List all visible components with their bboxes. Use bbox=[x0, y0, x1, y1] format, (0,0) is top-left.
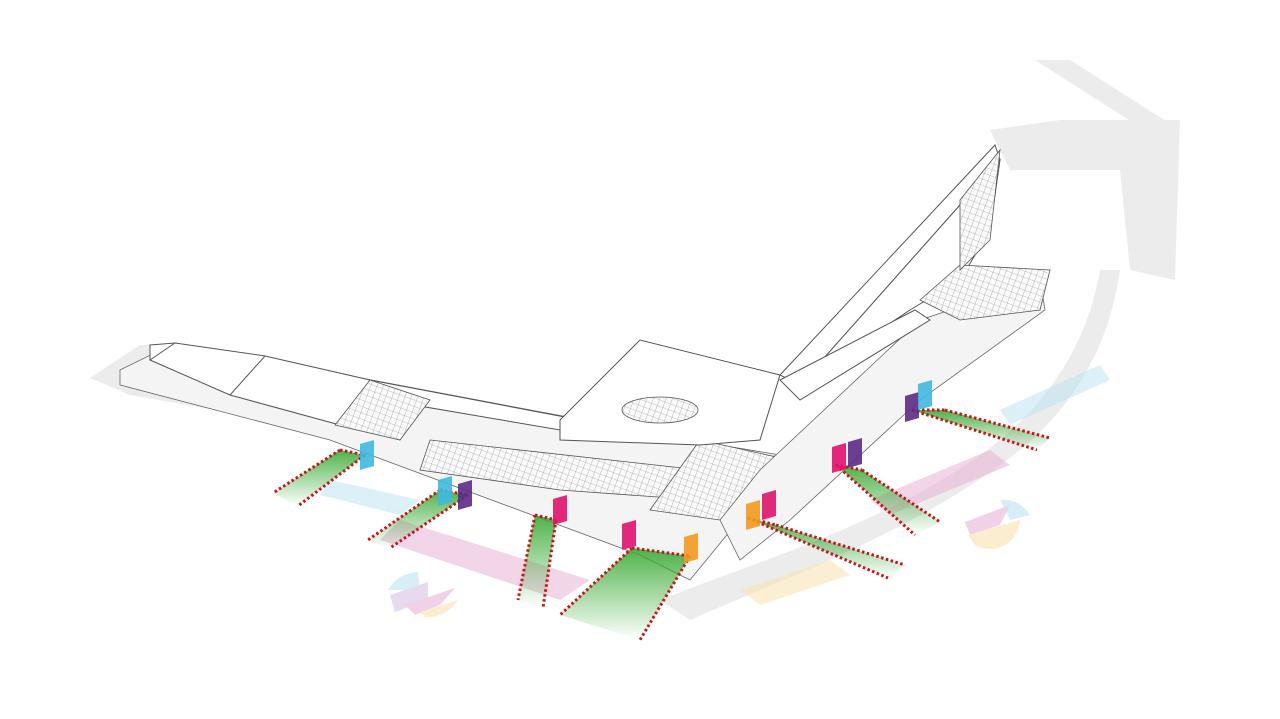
entrance bbox=[558, 520, 698, 641]
entrance-green-beam bbox=[560, 548, 690, 640]
entrance-panel-magenta bbox=[622, 520, 636, 550]
entrance-panel-cyan bbox=[918, 380, 932, 410]
entrance-panel-purple bbox=[848, 438, 862, 468]
entrance-panel-purple bbox=[458, 480, 472, 510]
entrance-panel-magenta bbox=[553, 495, 567, 525]
entrance-panel-orange bbox=[746, 500, 760, 530]
building bbox=[119, 144, 1051, 581]
entrance-panel-magenta bbox=[832, 443, 846, 473]
entrance-dotted-line bbox=[861, 468, 941, 524]
entrance-dotted-line bbox=[389, 493, 469, 550]
entrances bbox=[272, 380, 1051, 641]
entrance-dotted-line bbox=[558, 546, 634, 617]
entrance bbox=[272, 440, 374, 508]
color-wheel-left bbox=[388, 572, 458, 618]
color-wheel-right bbox=[965, 499, 1030, 550]
entrance-green-beam bbox=[748, 518, 905, 578]
entrance bbox=[367, 476, 472, 550]
entrance-green-beam bbox=[273, 450, 365, 506]
entrance-panel-cyan bbox=[360, 440, 374, 470]
entrance bbox=[832, 438, 941, 537]
entrance-dotted-line bbox=[911, 408, 1038, 452]
entrance-dotted-line bbox=[638, 555, 692, 641]
entrance-dotted-line bbox=[272, 448, 341, 495]
entrance-panel-orange bbox=[684, 533, 698, 563]
entrance-green-beam bbox=[836, 465, 940, 535]
entrance-green-beam bbox=[518, 515, 556, 608]
entrance-panel-magenta bbox=[762, 490, 776, 520]
entrance-dotted-line bbox=[747, 516, 889, 580]
entrance bbox=[746, 490, 906, 580]
entrance-panel-purple bbox=[905, 392, 919, 422]
entrance-dotted-line bbox=[835, 463, 863, 472]
entrance-dotted-line bbox=[534, 513, 557, 522]
entrance bbox=[905, 380, 1051, 452]
entrance-dotted-line bbox=[516, 514, 537, 601]
entrance-dotted-line bbox=[297, 453, 366, 508]
entrance bbox=[516, 495, 567, 609]
entrance-panel-cyan bbox=[438, 476, 452, 506]
entrance-dotted-line bbox=[944, 408, 1051, 440]
